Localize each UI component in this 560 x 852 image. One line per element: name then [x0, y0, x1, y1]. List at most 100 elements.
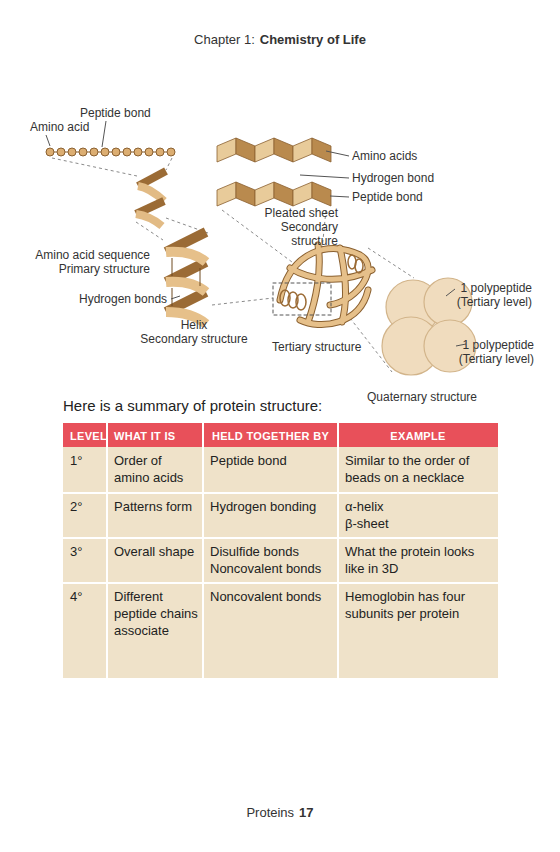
drawing-ellipse — [355, 259, 363, 273]
table-cell: Hydrogen bonding — [210, 498, 333, 515]
drawing-line — [300, 175, 349, 178]
structure-label: 1 polypeptide — [463, 338, 534, 352]
sheet-facet — [312, 182, 331, 206]
amino-acid-bead — [156, 148, 164, 156]
sheet-facet — [255, 182, 274, 206]
drawing-line — [202, 423, 204, 678]
structure-label: Secondary — [281, 220, 338, 234]
small-helix — [136, 171, 166, 226]
table-cell: 1° — [70, 452, 102, 469]
table-header: LEVEL — [70, 429, 107, 443]
table-cell: What the protein looks like in 3D — [345, 543, 493, 577]
structure-label: Helix — [181, 318, 208, 332]
table-cell: Noncovalent bonds — [210, 560, 333, 577]
structure-label: Peptide bond — [352, 190, 423, 204]
drawing-line — [63, 492, 498, 494]
leader-lines — [46, 121, 466, 346]
table-cell: α-helix — [345, 498, 493, 515]
summary-table — [63, 423, 498, 678]
table-cell: Disulfide bonds — [210, 543, 333, 560]
drawing-g — [280, 245, 372, 325]
table-cell: Patterns form — [114, 498, 198, 515]
running-header: Chapter 1: Chemistry of Life — [0, 32, 560, 48]
intro-text: Here is a summary of protein structure: — [63, 397, 322, 415]
drawing-path — [340, 248, 346, 322]
bead-chain — [46, 148, 175, 156]
amino-acid-bead — [101, 148, 109, 156]
page-footer: Proteins17 — [0, 805, 560, 821]
sheet-facet — [293, 182, 312, 206]
drawing-line — [63, 537, 498, 539]
table-header: WHAT IT IS — [114, 429, 175, 443]
table-cell: Hemoglobin has four subunits per protein — [345, 588, 493, 622]
table-cell: Noncovalent bonds — [210, 588, 333, 605]
table-cell: 2° — [70, 498, 102, 515]
drawing-line — [446, 289, 455, 296]
table-cell: Overall shape — [114, 543, 198, 560]
sheet-facet — [217, 182, 236, 206]
structure-label: Tertiary structure — [272, 340, 361, 354]
drawing-line — [368, 248, 414, 278]
amino-acid-bead — [68, 148, 76, 156]
table-cell: β-sheet — [345, 515, 493, 532]
footer-section: Proteins — [246, 805, 294, 821]
drawing-rect — [63, 423, 498, 447]
drawing-rect — [63, 447, 498, 678]
pleated-sheet — [217, 138, 331, 206]
table-header: EXAMPLE — [390, 429, 445, 443]
table-header: HELD TOGETHER BY — [212, 429, 329, 443]
table-cell: 4° — [70, 588, 102, 605]
structure-label: Amino acids — [352, 149, 417, 163]
drawing-path — [136, 214, 162, 226]
amino-acid-bead — [167, 148, 175, 156]
drawing-line — [172, 288, 173, 306]
drawing-line — [326, 151, 349, 156]
sheet-facet — [217, 138, 236, 162]
hydrogen-bond-ticks — [172, 258, 200, 306]
drawing-line — [63, 582, 498, 584]
chapter-title: Chemistry of Life — [260, 32, 366, 48]
amino-acid-bead — [46, 148, 54, 156]
sheet-facet — [255, 138, 274, 162]
structure-label: Amino acid sequence — [35, 248, 150, 262]
sheet-facet — [274, 138, 293, 162]
drawing-line — [102, 121, 106, 147]
structure-label: Hydrogen bond — [352, 171, 434, 185]
drawing-g — [63, 423, 498, 678]
chapter-number: Chapter 1: — [194, 32, 255, 48]
table-cell: Peptide bond — [210, 452, 333, 469]
drawing-line — [171, 296, 180, 299]
structure-label: Pleated sheet — [265, 206, 338, 220]
drawing-path — [340, 248, 346, 322]
structure-label: Quaternary structure — [367, 390, 477, 404]
drawing-line — [166, 158, 172, 170]
structure-label: structure — [291, 234, 338, 248]
drawing-line — [46, 135, 50, 146]
amino-acid-bead — [79, 148, 87, 156]
drawing-line — [337, 423, 339, 678]
alpha-helix — [166, 232, 206, 324]
amino-acid-bead — [134, 148, 142, 156]
amino-acid-bead — [90, 148, 98, 156]
sheet-facet — [293, 138, 312, 162]
table-cell: 3° — [70, 543, 102, 560]
structure-label: Amino acid — [30, 120, 89, 134]
tertiary-structure — [273, 245, 372, 325]
structure-label: Peptide bond — [80, 106, 151, 120]
amino-acid-bead — [57, 148, 65, 156]
structure-label: Hydrogen bonds — [79, 292, 167, 306]
structure-label: Secondary structure — [140, 332, 247, 346]
drawing-line — [330, 196, 349, 197]
sheet-facet — [236, 182, 255, 206]
structure-label: 1 polypeptide — [461, 281, 532, 295]
drawing-rect — [273, 283, 331, 315]
amino-acid-bead — [112, 148, 120, 156]
drawing-line — [106, 423, 108, 678]
drawing-line — [48, 151, 174, 152]
amino-acid-bead — [145, 148, 153, 156]
sheet-facet — [312, 138, 331, 162]
drawing-g — [46, 148, 175, 156]
structure-label: (Tertiary level) — [457, 295, 532, 309]
amino-acid-bead — [123, 148, 131, 156]
